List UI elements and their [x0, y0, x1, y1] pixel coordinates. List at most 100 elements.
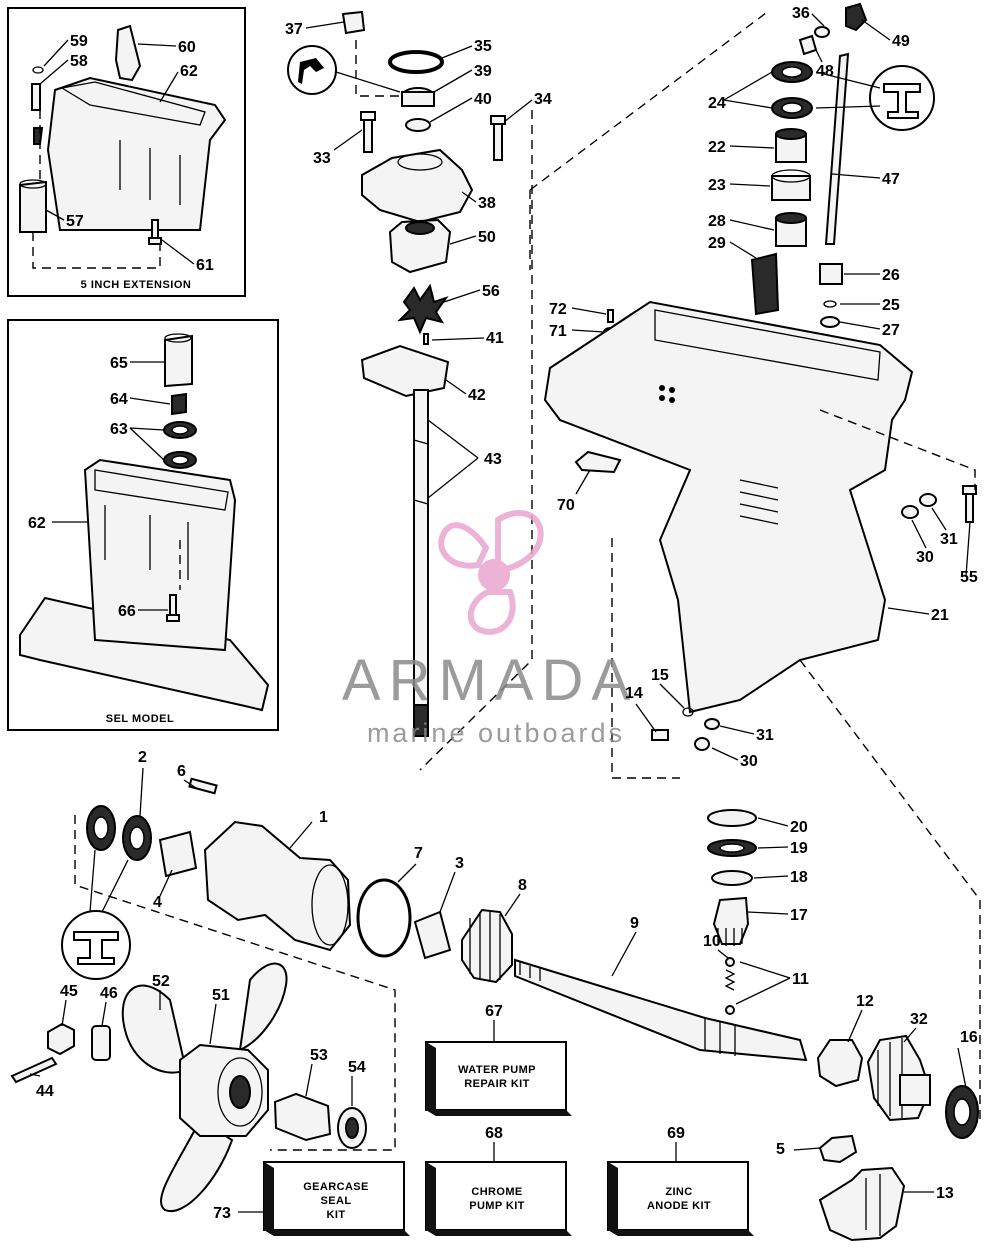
callout-31: 31	[940, 531, 958, 548]
callout-17: 17	[790, 907, 808, 924]
inset-sel-model	[7, 319, 279, 731]
callout-35: 35	[474, 38, 492, 55]
callout-62: 62	[180, 63, 198, 80]
callout-57: 57	[66, 213, 84, 230]
callout-40: 40	[474, 91, 492, 108]
callout-58: 58	[70, 53, 88, 70]
callout-46: 46	[100, 985, 118, 1002]
callout-6: 6	[177, 763, 186, 780]
callout-53: 53	[310, 1047, 328, 1064]
callout-20: 20	[790, 819, 808, 836]
kit-67-line1: WATER PUMP	[458, 1064, 536, 1076]
callout-36: 36	[792, 5, 810, 22]
kit-box-water-pump-repair: WATER PUMP REPAIR KIT	[425, 1020, 572, 1116]
callout-48: 48	[816, 63, 834, 80]
callout-23: 23	[708, 177, 726, 194]
callout-25: 25	[882, 297, 900, 314]
callout-54: 54	[348, 1059, 366, 1076]
kit-73-line2: SEAL	[321, 1195, 352, 1207]
callout-52: 52	[152, 973, 170, 990]
callout-31b: 31	[756, 727, 774, 744]
callout-65: 65	[110, 355, 128, 372]
callout-62b: 62	[28, 515, 46, 532]
callout-27: 27	[882, 322, 900, 339]
callout-21: 21	[931, 607, 949, 624]
callout-8: 8	[518, 877, 527, 894]
callout-68: 68	[485, 1125, 503, 1142]
watermark-tagline: marine outboards	[367, 718, 625, 748]
callout-49: 49	[892, 33, 910, 50]
callout-67: 67	[485, 1003, 503, 1020]
callout-70: 70	[557, 497, 575, 514]
callout-61: 61	[196, 257, 214, 274]
callout-33: 33	[313, 150, 331, 167]
callout-73: 73	[213, 1205, 231, 1222]
callout-26: 26	[882, 267, 900, 284]
callout-64: 64	[110, 391, 128, 408]
inset-5-inch-extension	[7, 7, 246, 297]
callout-39: 39	[474, 63, 492, 80]
callout-71: 71	[549, 323, 567, 340]
armada-watermark: ARMADA marine outboards	[342, 509, 630, 748]
kit-box-gearcase-seal: GEARCASE SEAL KIT	[238, 1161, 410, 1236]
callout-10: 10	[703, 933, 721, 950]
callout-9: 9	[630, 915, 639, 932]
callout-45: 45	[60, 983, 78, 1000]
kit-73-line1: GEARCASE	[303, 1181, 369, 1193]
kit-73-line3: KIT	[327, 1209, 346, 1221]
callout-7: 7	[414, 845, 423, 862]
propeller-logo	[438, 509, 544, 635]
callout-16: 16	[960, 1029, 978, 1046]
callout-2: 2	[138, 749, 147, 766]
callout-14: 14	[625, 685, 643, 702]
callout-38: 38	[478, 195, 496, 212]
callout-15: 15	[651, 667, 669, 684]
kit-68-line1: CHROME	[471, 1186, 522, 1198]
callout-69: 69	[667, 1125, 685, 1142]
callout-66: 66	[118, 603, 136, 620]
callout-28: 28	[708, 213, 726, 230]
leader-lines	[29, 13, 971, 1193]
callout-11: 11	[792, 971, 809, 988]
callout-3: 3	[455, 855, 464, 872]
callout-32: 32	[910, 1011, 928, 1028]
callout-19: 19	[790, 840, 808, 857]
callout-55: 55	[960, 569, 978, 586]
kit-69-line1: ZINC	[665, 1186, 692, 1198]
kit-box-zinc-anode: ZINC ANODE KIT	[607, 1142, 754, 1236]
callout-37: 37	[285, 21, 303, 38]
callout-51: 51	[212, 987, 230, 1004]
sel-model-caption: SEL MODEL	[106, 713, 174, 725]
part-callouts: 1 2 3 4 5 6 7 8 9 10 11 12 13 14 15 16 1…	[28, 5, 978, 1202]
kit-67-line2: REPAIR KIT	[464, 1078, 530, 1090]
extension-caption: 5 INCH EXTENSION	[81, 279, 192, 291]
callout-12: 12	[856, 993, 874, 1010]
water-pump-assembly	[287, 10, 533, 771]
callout-42: 42	[468, 387, 486, 404]
callout-43: 43	[484, 451, 502, 468]
callout-41: 41	[486, 330, 504, 347]
callout-30b: 30	[740, 753, 758, 770]
callout-47: 47	[882, 171, 900, 188]
callout-5: 5	[776, 1141, 785, 1158]
kit-69-line2: ANODE KIT	[647, 1200, 711, 1212]
callout-30: 30	[916, 549, 934, 566]
callout-1: 1	[319, 809, 328, 826]
callout-29: 29	[708, 235, 726, 252]
gearcase-assembly	[529, 2, 981, 1120]
gear-train-assembly	[10, 777, 979, 1242]
callout-59: 59	[70, 33, 88, 50]
callout-72: 72	[549, 301, 567, 318]
callout-22: 22	[708, 139, 726, 156]
callout-50: 50	[478, 229, 496, 246]
callout-13: 13	[936, 1185, 954, 1202]
callout-4: 4	[153, 894, 162, 911]
callout-56: 56	[482, 283, 500, 300]
callout-24: 24	[708, 95, 726, 112]
kit-box-chrome-pump: CHROME PUMP KIT	[425, 1142, 572, 1236]
callout-60: 60	[178, 39, 196, 56]
callout-34: 34	[534, 91, 552, 108]
kit-68-line2: PUMP KIT	[469, 1200, 525, 1212]
callout-63: 63	[110, 421, 128, 438]
